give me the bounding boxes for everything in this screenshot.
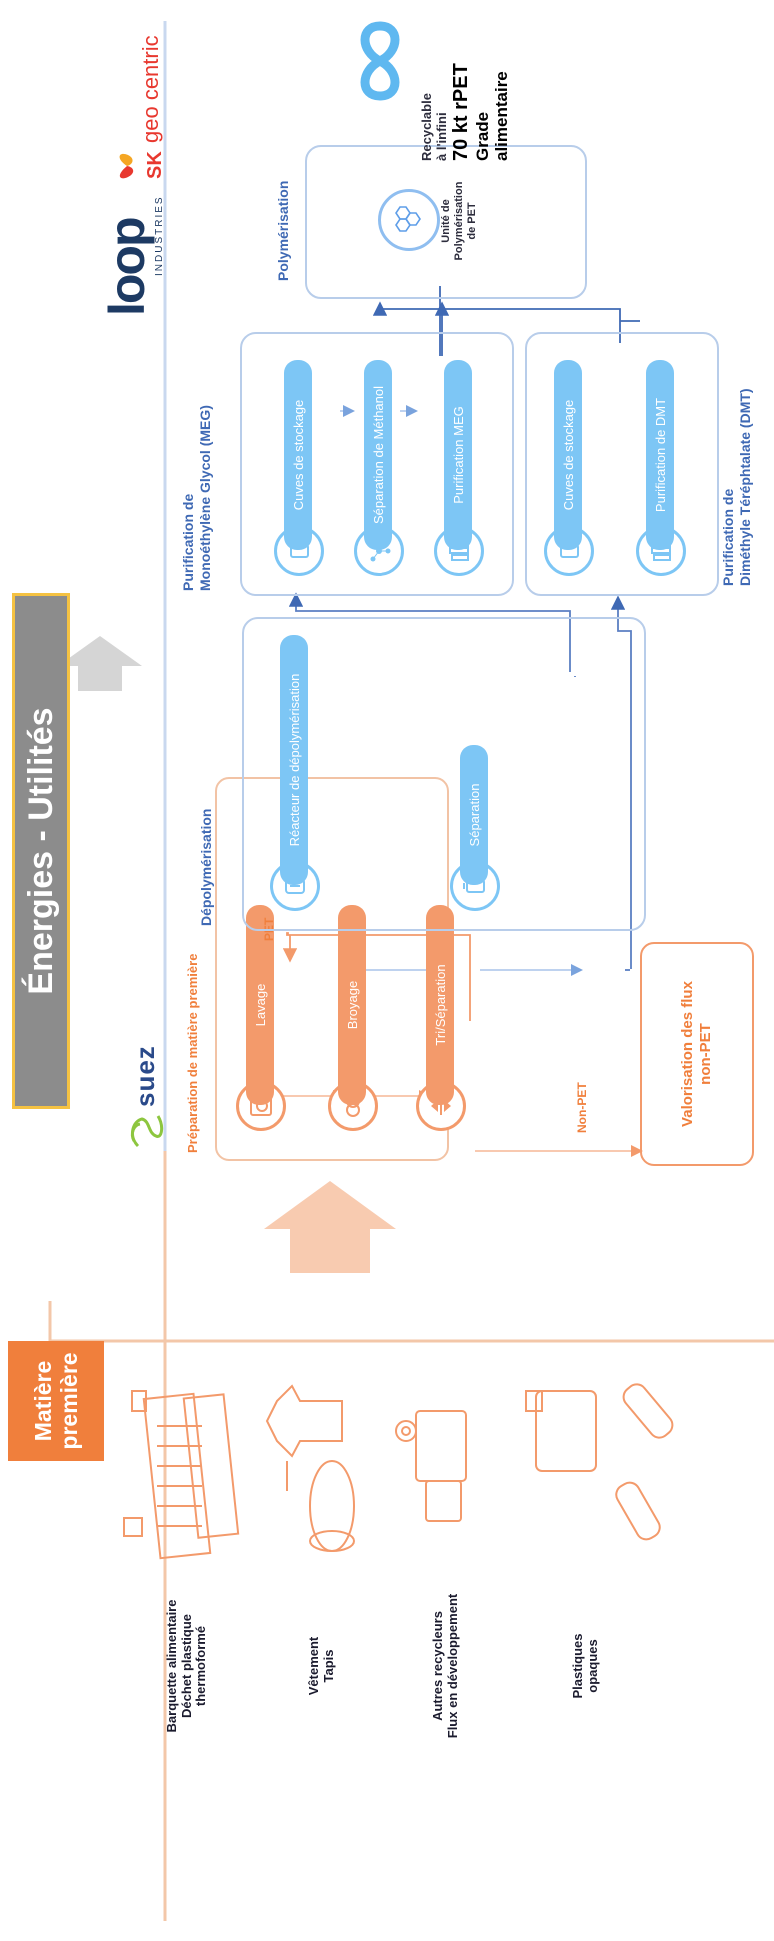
- matiere-item-1-line-2: Déchet plastique: [178, 1613, 194, 1719]
- step-tri: Tri/Séparation: [410, 801, 470, 1131]
- valorisation-line1: Valorisation des flux: [679, 981, 696, 1127]
- suez-logo-icon: [130, 1115, 164, 1148]
- step-meg-methanol-label: Séparation de Méthanol: [364, 360, 392, 550]
- meg-title: Purification de Monoéthylène Glycol (MEG…: [180, 405, 214, 591]
- valorisation-line2: non-PET: [697, 1023, 714, 1085]
- infinity-icon: [360, 21, 400, 101]
- dmt-title-line2: Diméthyle Téréphtalate (DMT): [736, 388, 753, 586]
- matiere-item-4-label: Plastiques opaques: [506, 1571, 666, 1761]
- matiere-item-3-line-1: Autres recycleurs: [430, 1611, 446, 1721]
- matiere-item-2-line-2: Tapis: [321, 1649, 336, 1683]
- meg-title-line1: Purification de: [180, 493, 196, 591]
- suez-logo: suez: [120, 1021, 170, 1151]
- dmt-title: Purification de Diméthyle Téréphtalate (…: [720, 388, 754, 586]
- matiere-item-1-line-3: thermoformé: [193, 1625, 209, 1707]
- step-tri-label: Tri/Séparation: [426, 905, 454, 1105]
- clothing-icon: [265, 1384, 355, 1552]
- result-line5: alimentaire: [492, 71, 512, 161]
- bottles-icon: [525, 1383, 674, 1541]
- step-separation: Séparation: [444, 631, 504, 911]
- sk-logo-text: SK: [144, 151, 166, 179]
- step-separation-label: Séparation: [460, 745, 488, 885]
- step-dmt-purification-label: Purification de DMT: [646, 360, 674, 550]
- matiere-title-line1: Matière: [29, 1360, 56, 1442]
- poly-unit-line2: Polymérisation: [453, 181, 466, 261]
- step-meg-methanol: Séparation de Méthanol: [348, 356, 408, 576]
- step-reacteur: Réacteur de dépolymérisation: [264, 631, 324, 911]
- sk-butterfly-icon: [119, 154, 134, 179]
- poly-title: Polymérisation: [275, 180, 291, 281]
- depoly-title: Dépolymérisation: [198, 808, 214, 926]
- energies-banner-text: Énergies - Utilités: [21, 707, 60, 995]
- polymer-lattice-icon: [378, 189, 440, 251]
- step-dmt-purification: Purification de DMT: [630, 356, 690, 576]
- matiere-item-1-label: Barquette alimentaire Déchet plastique t…: [112, 1571, 262, 1761]
- loop-logo-sub: INDUSTRIES: [154, 195, 165, 276]
- meg-title-line2: Monoéthylène Glycol (MEG): [196, 405, 213, 591]
- result-line4: Grade: [472, 111, 492, 161]
- matiere-item-2: Vêtement Tapis: [262, 1361, 382, 1761]
- tray-icon: [123, 1390, 240, 1560]
- matiere-item-3-line-2: Flux en développement: [445, 1593, 460, 1739]
- matiere-item-3-label: Autres recycleurs Flux en développement: [386, 1571, 506, 1761]
- matiere-item-4-line-1: Plastiques: [570, 1633, 586, 1699]
- matiere-item-4: Plastiques opaques: [506, 1361, 706, 1761]
- container-icon: [395, 1410, 467, 1522]
- step-meg-purification-label: Purification MEG: [444, 360, 472, 550]
- result-line2: à l'infini: [433, 112, 449, 161]
- arrow-depoly-dmt: [610, 595, 632, 969]
- poly-unit-line1: Unité de: [440, 199, 452, 243]
- poly-unit-line3: de PET: [466, 202, 479, 240]
- result-line1: Recyclable: [419, 93, 434, 161]
- step-meg-purification: Purification MEG: [428, 356, 488, 576]
- matiere-title-line2: première: [56, 1352, 82, 1450]
- sk-logo: SK geo centric: [108, 1, 168, 181]
- valorisation-box: Valorisation des flux non-PET: [640, 942, 754, 1166]
- matiere-item-1-line-1: Barquette alimentaire: [163, 1599, 179, 1733]
- matiere-item-3: Autres recycleurs Flux en développement: [386, 1361, 506, 1761]
- step-reacteur-label: Réacteur de dépolymérisation: [280, 635, 308, 885]
- matiere-item-2-line-1: Vêtement: [306, 1636, 322, 1696]
- arrow-grey: [58, 636, 142, 691]
- step-lavage: Lavage: [230, 801, 290, 1131]
- arrow-depoly-meg: [288, 592, 571, 672]
- poly-unit-label: Unité de Polymérisation de PET: [440, 161, 480, 281]
- matiere-item-4-line-2: opaques: [585, 1639, 600, 1693]
- energies-banner: Énergies - Utilités: [12, 593, 70, 1109]
- matiere-item-2-label: Vêtement Tapis: [262, 1571, 382, 1761]
- geo-centric-text: geo centric: [138, 35, 163, 143]
- big-arrow-orange: [264, 1181, 396, 1273]
- dmt-title-line1: Purification de: [720, 488, 736, 586]
- arrow-pet-line: [286, 932, 471, 1021]
- step-dmt-cuves: Cuves de stockage: [538, 356, 598, 576]
- step-meg-cuves-label: Cuves de stockage: [284, 360, 312, 550]
- step-dmt-cuves-label: Cuves de stockage: [554, 360, 582, 550]
- nonpet-label: Non-PET: [575, 1082, 589, 1133]
- result-line3: 70 kt rPET: [449, 63, 472, 161]
- matiere-title-box: Matière première: [8, 1341, 104, 1461]
- step-meg-cuves: Cuves de stockage: [268, 356, 328, 576]
- matiere-item-1: Barquette alimentaire Déchet plastique t…: [112, 1361, 262, 1761]
- result-block: Recyclable à l'infini 70 kt rPET Grade a…: [419, 1, 512, 161]
- suez-logo-text: suez: [130, 1045, 160, 1107]
- loop-logo-text: loop: [99, 218, 155, 316]
- step-broyage: Broyage: [322, 801, 382, 1131]
- step-broyage-label: Broyage: [338, 905, 366, 1105]
- arrow-dmt-poly: [372, 301, 640, 343]
